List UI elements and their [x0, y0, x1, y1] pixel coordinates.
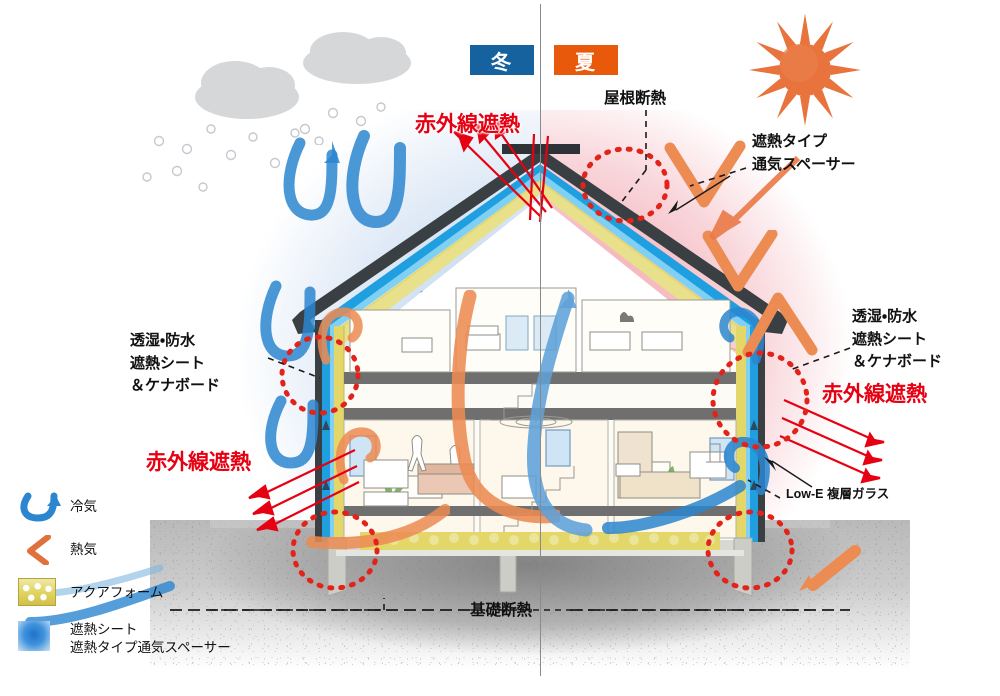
cold-air-arrow-icon [18, 492, 70, 522]
lowe-leader-arrow [764, 457, 813, 488]
highlight-circle-left-foundation [290, 509, 380, 591]
cold-air-arrow-icon [283, 137, 340, 221]
legend-item-hot-air: 熱気 [18, 534, 268, 566]
warm-air-flow-icon [451, 290, 560, 524]
left-sheet-label: 透湿・防水 遮熱シート ＆ケナボード [130, 332, 221, 394]
heat-shield-sheet-swatch-icon [18, 621, 70, 651]
cold-air-arrow-icon [265, 395, 319, 469]
winter-badge: 冬 [470, 45, 534, 75]
highlight-circle-roof [580, 146, 670, 224]
cool-air-flow-icon [526, 290, 593, 537]
hot-air-arrow-icon [18, 534, 70, 566]
shading-spacer-label: 遮熱タイプ 通気スペーサー [752, 133, 856, 174]
infrared-left-label: 赤外線遮熱 [146, 451, 251, 474]
snow-particles-icon [142, 124, 300, 192]
sun-icon [749, 14, 861, 126]
warm-air-swirl-icon [335, 427, 381, 485]
infrared-top-label: 赤外線遮熱 [415, 113, 520, 136]
legend-label-cold-air: 冷気 [70, 498, 97, 514]
aqua-foam-swatch-icon [18, 578, 70, 608]
legend-item-aqua-foam: アクアフォーム [18, 578, 268, 608]
legend: 冷気 熱気 アクアフォーム 遮熱シート 遮熱タイプ通気スペーサー [18, 492, 268, 670]
legend-item-heat-shield-sheet: 遮熱シート 遮熱タイプ通気スペーサー [18, 621, 268, 657]
right-sheet-label: 透湿・防水 遮熱シート ＆ケナボード [852, 308, 943, 370]
highlight-circle-right-foundation [705, 509, 795, 591]
warm-air-swirl-icon [317, 307, 363, 365]
cloud-icon-group [195, 32, 411, 145]
cool-air-flow-icon [602, 480, 746, 534]
hot-air-chevron-icon [702, 230, 778, 292]
legend-label-heat-shield-sheet: 遮熱シート 遮熱タイプ通気スペーサー [70, 622, 231, 656]
season-divider [540, 4, 541, 676]
cool-air-swirl-icon [723, 436, 770, 495]
infrared-right-label: 赤外線遮熱 [822, 383, 927, 406]
warm-air-flow-icon [306, 504, 450, 550]
legend-label-aqua-foam: アクアフォーム [70, 584, 164, 600]
highlight-circle-right-wall [710, 350, 810, 450]
infrared-arrows-left-icon [248, 449, 360, 532]
infrared-arrows-top-icon [453, 120, 553, 223]
legend-item-cold-air: 冷気 [18, 492, 268, 522]
foundation-insulation-label: 基礎断熱 [470, 602, 533, 619]
summer-badge: 夏 [554, 45, 618, 75]
hot-air-chevron-icon [664, 140, 746, 208]
cold-air-arrow-icon [260, 280, 316, 362]
cold-air-arrow-icon [346, 130, 406, 229]
infrared-arrows-right-icon [779, 398, 885, 484]
spacer-leader-arrow [668, 175, 731, 214]
hot-air-arrow-icon [799, 545, 861, 591]
roof-insulation-label: 屋根断熱 [604, 90, 667, 107]
legend-label-hot-air: 熱気 [70, 541, 97, 557]
highlight-circle-left-wall [279, 334, 361, 416]
leader-lines [210, 110, 851, 611]
foundation-dashed-line [170, 609, 850, 611]
hot-air-chevron-icon [742, 292, 818, 358]
low-e-glass-label: Low-E 複層ガラス [786, 487, 890, 501]
sun-ray-arrows-icon [709, 155, 801, 241]
